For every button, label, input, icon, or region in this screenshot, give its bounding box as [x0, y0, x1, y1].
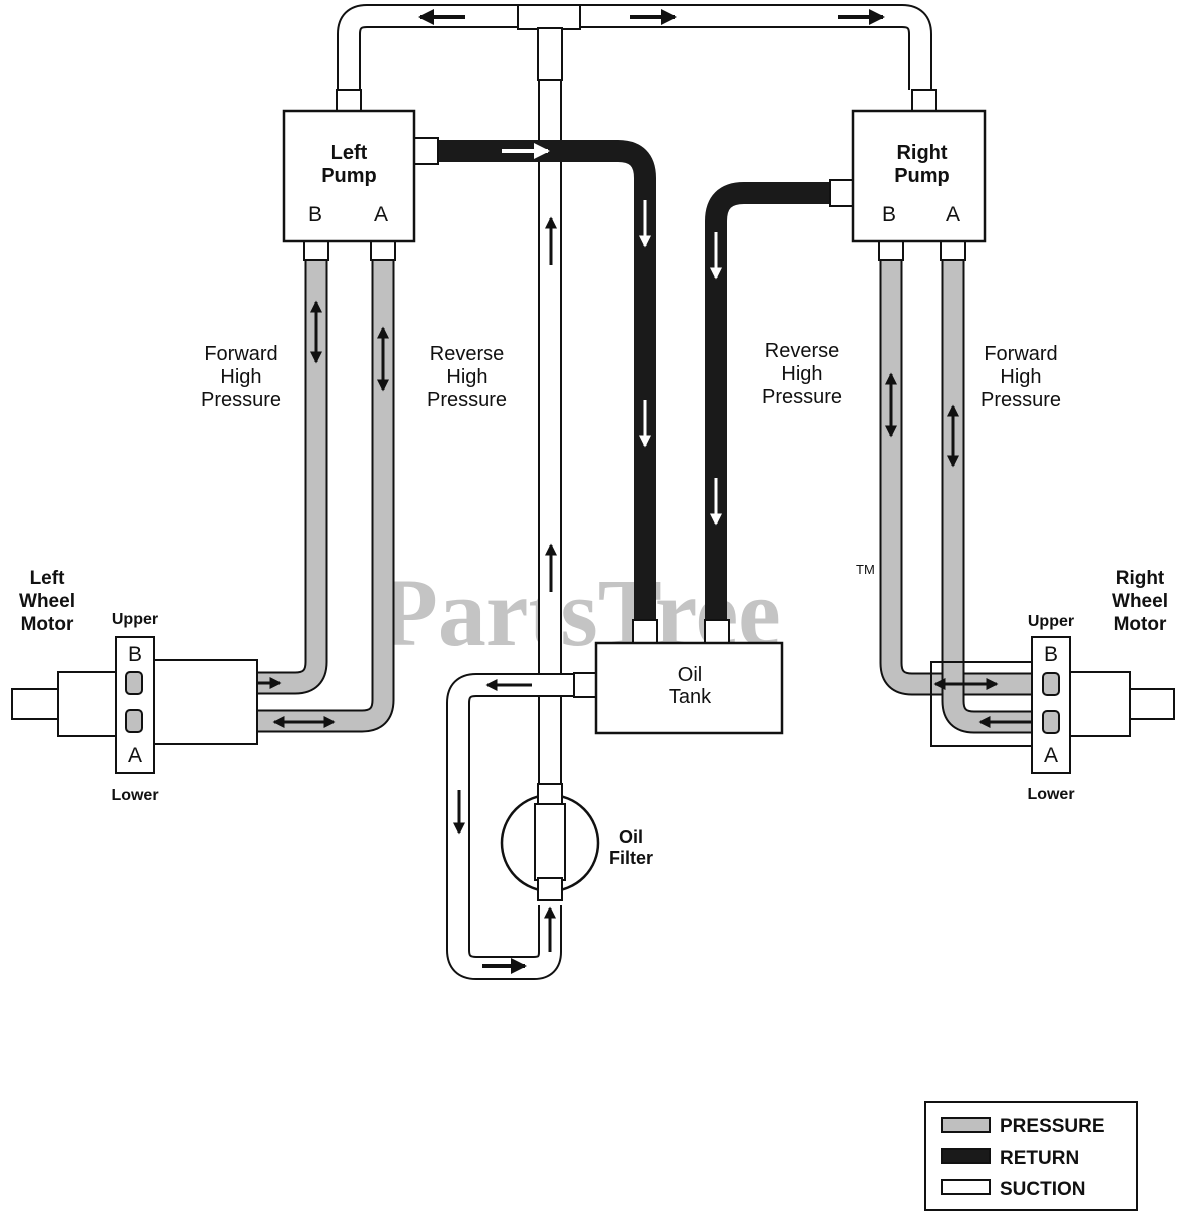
left-pump-port-b: B	[308, 203, 322, 226]
left-motor-upper: Upper	[112, 611, 158, 628]
left-pump-body	[282, 109, 416, 243]
left-forward-label: Pressure	[201, 389, 281, 411]
left-motor-title: Motor	[21, 614, 74, 635]
tee-fitting	[517, 4, 581, 30]
right-motor-port-a: A	[1044, 744, 1058, 767]
left-motor-port-b: B	[128, 643, 142, 666]
left-pump-port-a: A	[374, 203, 388, 226]
left-pump-title: Pump	[321, 165, 377, 187]
line-labels: Forward High Pressure Reverse High Press…	[201, 340, 1061, 411]
right-pump-port-b: B	[882, 203, 896, 226]
left-motor-lower: Lower	[111, 787, 158, 804]
right-wheel-motor: Right Wheel Motor Upper Lower B A	[930, 568, 1175, 803]
legend-label-return: RETURN	[1000, 1148, 1079, 1169]
left-reverse-label: Pressure	[427, 389, 507, 411]
right-reverse-label: Reverse	[765, 340, 839, 362]
right-motor-title: Motor	[1114, 614, 1167, 635]
right-pump-title: Right	[896, 142, 947, 164]
left-forward-label: High	[220, 366, 261, 388]
left-motor-title: Wheel	[19, 591, 75, 612]
oil-tank: Oil Tank	[573, 619, 784, 735]
oil-filter: Oil Filter	[500, 783, 653, 901]
return-lines	[438, 140, 832, 620]
legend: PRESSURE RETURN SUCTION	[924, 1101, 1138, 1211]
legend-label-pressure: PRESSURE	[1000, 1116, 1105, 1137]
return-left-pump-line	[438, 140, 656, 620]
right-motor-port-plate	[1031, 636, 1071, 774]
right-motor-port-b: B	[1044, 643, 1058, 666]
suction-top-line	[337, 4, 932, 90]
right-reverse-label: High	[781, 363, 822, 385]
left-motor-title: Left	[30, 568, 66, 589]
left-motor-port-a: A	[128, 744, 142, 767]
right-forward-label: Forward	[984, 343, 1057, 365]
legend-swatch-return	[941, 1148, 991, 1164]
left-reverse-label: Reverse	[430, 343, 504, 365]
left-motor-port-plate	[115, 636, 155, 774]
left-forward-line	[140, 258, 328, 695]
left-wheel-motor: Left Wheel Motor Upper Lower B A	[11, 568, 258, 804]
pressure-lines	[140, 258, 1053, 734]
right-pump-port-a: A	[946, 203, 960, 226]
left-pump: Left Pump B A	[282, 89, 439, 261]
right-pump-title: Pump	[894, 165, 950, 187]
right-motor-title: Right	[1116, 568, 1165, 589]
left-pump-title: Left	[331, 142, 368, 164]
oil-filter-label: Oil	[619, 827, 643, 847]
left-forward-label: Forward	[204, 343, 277, 365]
legend-label-suction: SUCTION	[1000, 1179, 1086, 1200]
watermark-tm: TM	[856, 562, 875, 577]
right-motor-upper: Upper	[1028, 613, 1074, 630]
right-motor-title: Wheel	[1112, 591, 1168, 612]
right-pump-body	[851, 109, 987, 243]
return-right-pump-line	[705, 182, 832, 620]
left-reverse-label: High	[446, 366, 487, 388]
oil-tank-body	[594, 641, 784, 735]
right-forward-label: Pressure	[981, 389, 1061, 411]
right-pump: Right Pump B A	[829, 89, 987, 261]
right-motor-lower: Lower	[1027, 786, 1074, 803]
right-reverse-label: Pressure	[762, 386, 842, 408]
legend-swatch-suction	[941, 1179, 991, 1195]
left-reverse-line	[140, 258, 395, 733]
oil-tank-title: Oil	[678, 664, 702, 686]
right-forward-label: High	[1000, 366, 1041, 388]
legend-swatch-pressure	[941, 1117, 991, 1133]
oil-tank-title: Tank	[669, 686, 712, 708]
oil-filter-label: Filter	[609, 848, 653, 868]
left-motor-housing	[151, 659, 258, 745]
